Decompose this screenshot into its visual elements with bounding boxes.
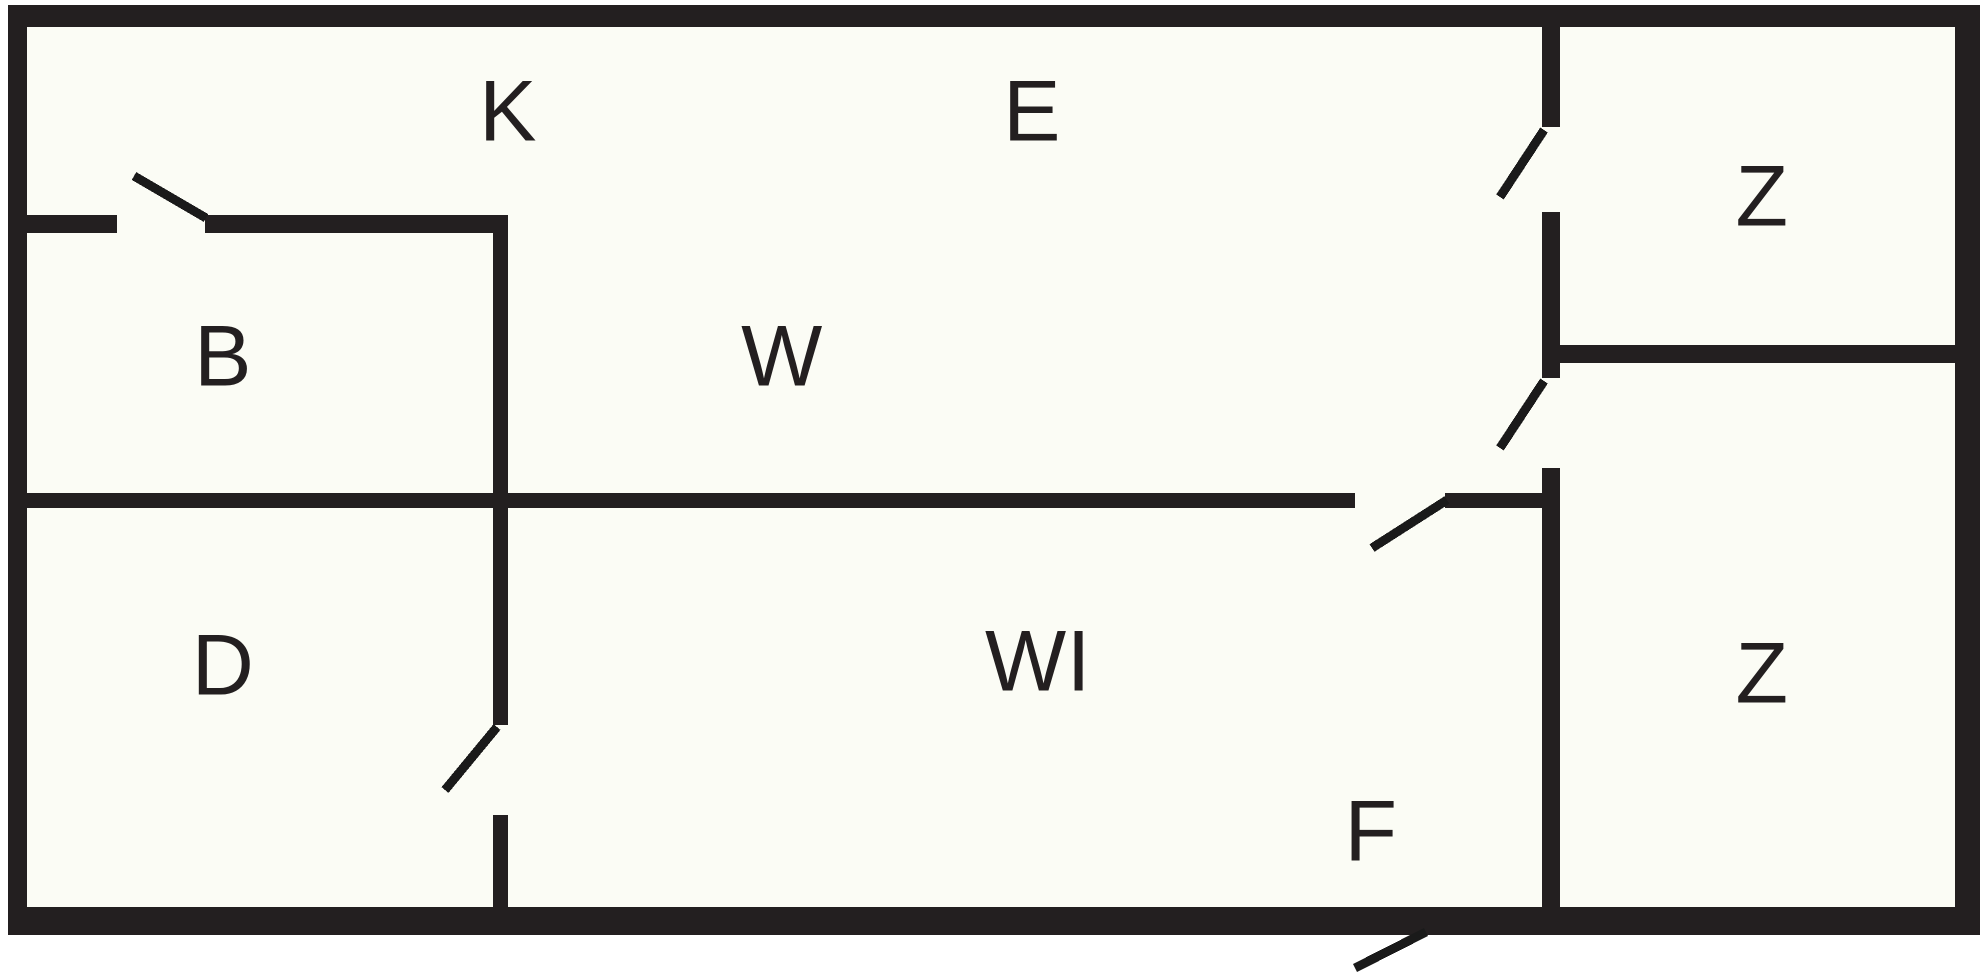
outer-wall [8, 5, 1980, 935]
interior-walls [27, 27, 1955, 907]
room-label-bathroom: B [194, 309, 252, 405]
wall-bedroom-divider [1542, 345, 1955, 363]
room-label-kitchen: K [479, 64, 537, 160]
wall-kitchen-bath-divider [27, 215, 508, 233]
room-label-winter-garden: WI [985, 614, 1091, 710]
door-bathroom-swing [131, 172, 209, 222]
door-winter-garden-swing [1369, 496, 1450, 552]
wall-bath-room-right [493, 215, 508, 907]
door-balcony-swing [1352, 927, 1429, 973]
room-label-bedroom-upper: Z [1735, 149, 1788, 245]
wall-bedroom-corridor [1542, 27, 1560, 907]
floor-area [27, 27, 1955, 907]
room-label-living-room: W [741, 309, 823, 405]
room-label-entry: E [1003, 64, 1061, 160]
door-bedroom-upper-swing [1496, 127, 1548, 200]
room-label-storage: D [192, 618, 255, 714]
wall-living-winter-divider [27, 493, 1558, 508]
room-label-bedroom-lower: Z [1735, 626, 1788, 722]
room-labels: K E B W D WI Z Z F [192, 64, 1788, 880]
door-bedroom-lower-swing [1496, 378, 1548, 451]
door-swings [131, 127, 1548, 973]
room-label-balcony-door: F [1344, 784, 1397, 880]
door-storage-swing [441, 724, 501, 793]
